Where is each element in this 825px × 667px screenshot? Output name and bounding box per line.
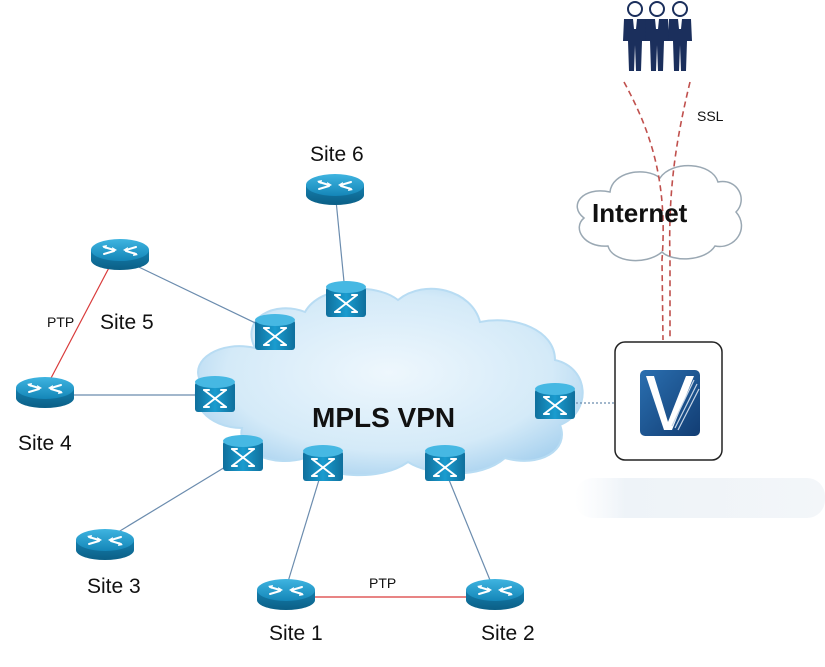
atm-switch-icon [254,313,296,351]
mpls-vpn-label: MPLS VPN [312,402,456,433]
ptp-label-left: PTP [47,314,75,330]
router-site4-icon [15,376,75,409]
atm-switch-icon [325,280,367,318]
network-links [45,189,615,586]
ptp-label-bottom: PTP [369,575,397,591]
site1-label: Site 1 [269,622,323,645]
site6-label: Site 6 [310,143,364,166]
users-icon [622,1,693,72]
ptp-links [49,261,466,598]
atm-switch-icon [302,444,344,482]
site5-label: Site 5 [100,311,154,334]
site2-label: Site 2 [481,622,535,645]
router-site6-icon [305,173,365,206]
router-site5-icon [90,238,150,271]
atm-switch-icon [194,375,236,413]
internet-label: Internet [592,198,688,228]
site3-label: Site 3 [87,575,141,598]
atm-switch-icon [424,444,466,482]
atm-switch-icon [534,382,576,420]
internet-cloud-icon [576,165,743,262]
router-site3-icon [75,528,135,561]
ssl-label: SSL [697,108,724,124]
site4-label: Site 4 [18,432,72,455]
router-site1-icon [256,578,316,611]
vpn-appliance-icon [614,341,723,461]
ssl-tunnel-lines [623,81,691,341]
router-site2-icon [465,578,525,611]
atm-switch-icon [222,434,264,472]
